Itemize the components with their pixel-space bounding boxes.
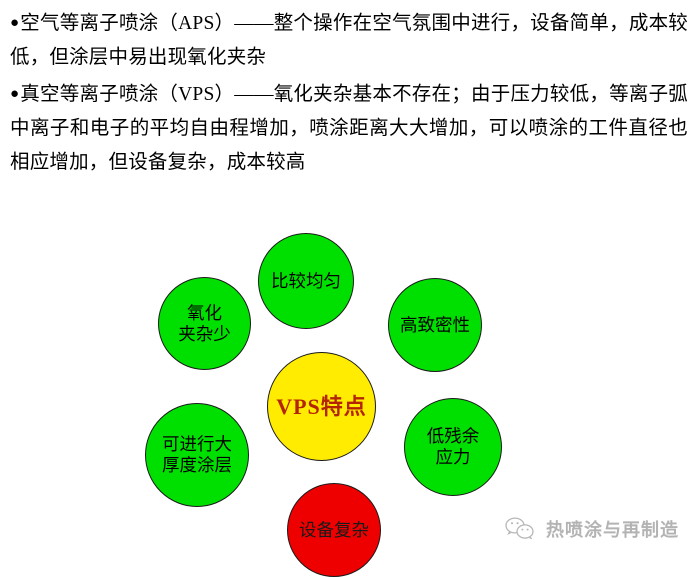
paragraph-text: 空气等离子喷涂（APS）——整个操作在空气氛围中进行，设备简单，成本较低，但涂层… (10, 13, 688, 68)
bullet-paragraph: ●真空等离子喷涂（VPS）——氧化夹杂基本不存在；由于压力较低，等离子弧中离子和… (10, 77, 688, 180)
node-label: 比较均匀 (271, 270, 341, 291)
diagram-center-node: VPS特点 (267, 352, 376, 461)
diagram-node-oxide: 氧化 夹杂少 (158, 277, 251, 370)
node-label: 低残余 应力 (426, 426, 480, 467)
watermark: 热喷涂与再制造 (503, 516, 679, 542)
node-label: 可进行大 厚度涂层 (162, 434, 232, 475)
wechat-logo-icon (505, 517, 534, 540)
center-node-label: VPS特点 (276, 393, 367, 419)
node-label: 设备复杂 (299, 519, 369, 540)
slide-text-block: ●空气等离子喷涂（APS）——整个操作在空气氛围中进行，设备简单，成本较低，但涂… (10, 6, 688, 182)
diagram-node-low-residual-stress: 低残余 应力 (404, 398, 502, 496)
diagram-node-uniform: 比较均匀 (258, 233, 354, 329)
diagram-node-complex-equipment: 设备复杂 (287, 483, 381, 577)
diagram-node-dense: 高致密性 (388, 278, 482, 372)
bullet-dot-icon: ● (10, 15, 20, 31)
diagram-node-thick-coating: 可进行大 厚度涂层 (145, 403, 249, 507)
watermark-text: 热喷涂与再制造 (546, 520, 679, 540)
node-label: 高致密性 (400, 314, 470, 335)
bullet-dot-icon: ● (10, 86, 20, 102)
paragraph-text: 真空等离子喷涂（VPS）——氧化夹杂基本不存在；由于压力较低，等离子弧中离子和电… (10, 84, 688, 173)
bullet-paragraph: ●空气等离子喷涂（APS）——整个操作在空气氛围中进行，设备简单，成本较低，但涂… (10, 6, 688, 75)
node-label: 氧化 夹杂少 (178, 302, 231, 344)
